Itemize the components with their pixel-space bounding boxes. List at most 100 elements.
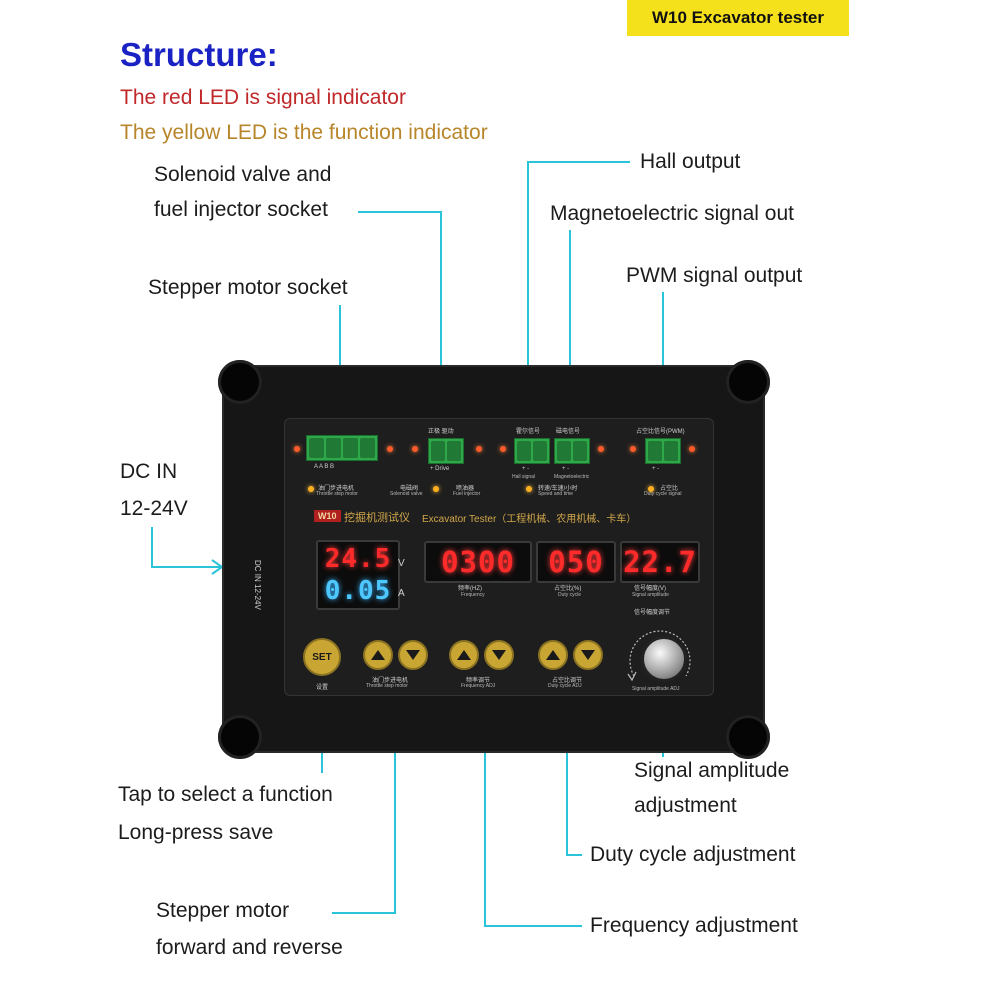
voltage-value: 24.5 [324,544,392,574]
set-button-label: SET [312,651,332,663]
hall-signal-socket[interactable] [514,438,550,464]
up-arrow-icon [457,650,471,660]
frequency-label-en: Frequency [461,592,485,598]
label-stepper-line2: forward and reverse [156,936,343,959]
function-duty-cn: 占空比 [660,486,679,492]
frequency-buttons-en: Frequency ADJ [461,683,496,689]
function-solenoid-en: Solenoid valve [390,491,423,497]
voltage-display: 24.5 [316,540,400,576]
frequency-down-button[interactable] [484,640,514,670]
frequency-up-button[interactable] [449,640,479,670]
hall-socket-sublabel: Hall signal [512,474,536,480]
frequency-display: 0300 [424,541,532,583]
duty-buttons-cn: 占空比调节 [552,678,583,684]
current-display: 0.05 [316,574,400,610]
current-value: 0.05 [324,576,392,606]
stepper-socket-pins: A A B B [314,464,335,470]
amplitude-label-cn: 信号幅度(V) [634,586,666,592]
label-amplitude-line2: adjustment [634,794,737,817]
knob-label-en: Signal amplitude ADJ [632,686,680,692]
function-speed-cn: 转速/车速/小时 [538,486,578,492]
set-button[interactable]: SET [303,638,341,676]
voltage-unit: V [398,558,405,569]
signal-led-4 [476,446,482,452]
frequency-buttons-cn: 频率调节 [466,678,491,684]
solenoid-socket[interactable] [428,438,464,464]
case-corner-top-left [218,360,262,404]
structure-heading: Structure: [120,36,278,73]
function-duty-en: Duty cycle signal [644,491,682,497]
label-long-press: Long-press save [118,821,274,844]
signal-amplitude-knob[interactable] [641,636,687,682]
down-arrow-icon [492,650,506,660]
solenoid-socket-header: 正极 驱动 [428,429,454,435]
amplitude-value: 22.7 [623,545,697,579]
solenoid-socket-pins: + Drive [430,466,450,472]
label-dc-in: DC IN [120,460,178,483]
case-corner-top-right [726,360,770,404]
function-led-duty [648,486,654,492]
duty-label-en: Duty cycle [558,592,582,598]
dc-input-side-label: DC IN 12-24V [253,560,262,610]
current-unit: A [398,588,405,599]
magneto-socket-pins: + - [562,466,570,472]
device-name-cn: 挖掘机测试仪 [344,512,410,524]
set-button-cn: 设置 [316,685,329,691]
magnetoelectric-socket[interactable] [554,438,590,464]
label-dc-voltage: 12-24V [120,497,188,520]
up-arrow-icon [546,650,560,660]
frequency-label-cn: 频率(HZ) [458,586,482,592]
red-led-note: The red LED is signal indicator [120,86,406,109]
case-corner-bottom-right [726,715,770,759]
hall-socket-pins: + - [522,466,530,472]
duty-display: 050 [536,541,616,583]
down-arrow-icon [406,650,420,660]
up-arrow-icon [371,650,385,660]
model-badge: W10 Excavator tester [627,0,849,36]
function-throttle-cn: 油门步进电机 [318,486,355,492]
pwm-socket[interactable] [645,438,681,464]
stepper-up-button[interactable] [363,640,393,670]
amplitude-label-en: Signal amplitude [632,592,669,598]
case-corner-bottom-left [218,715,262,759]
signal-led-2 [387,446,393,452]
yellow-led-note: The yellow LED is the function indicator [120,121,488,144]
hall-socket-header: 霍尔信号 [516,429,541,435]
leader-hall [527,161,630,430]
label-amplitude-line1: Signal amplitude [634,759,790,782]
signal-led-8 [689,446,695,452]
leader-frequency [484,692,582,927]
signal-led-1 [294,446,300,452]
function-led-throttle [308,486,314,492]
signal-led-7 [630,446,636,452]
duty-value: 050 [548,545,604,579]
stepper-down-button[interactable] [398,640,428,670]
device-name-en: Excavator Tester（工程机械、农用机械、卡车） [422,514,637,525]
amplitude-display: 22.7 [620,541,700,583]
duty-down-button[interactable] [573,640,603,670]
function-throttle-en: Throttle step motor [316,491,358,497]
function-solenoid-cn: 电磁阀 [400,486,419,492]
signal-led-3 [412,446,418,452]
label-tap-select: Tap to select a function [118,783,333,806]
label-duty-adjust: Duty cycle adjustment [590,843,796,866]
magneto-socket-sublabel: Magnetoelectric [554,474,590,480]
function-injector-en: Fuel injector [453,491,481,497]
pwm-socket-pins: + - [652,466,660,472]
duty-label-cn: 占空比(%) [554,586,582,592]
leader-dc [151,527,220,568]
duty-up-button[interactable] [538,640,568,670]
signal-led-6 [598,446,604,452]
function-injector-cn: 喷油器 [456,486,475,492]
knob-scale-arc [627,630,691,682]
knob-label-cn: 信号幅度调节 [634,610,671,616]
leader-stepper-buttons [332,692,396,914]
label-frequency-adjust: Frequency adjustment [590,914,798,937]
function-led-injector [433,486,439,492]
label-solenoid-line2: fuel injector socket [154,198,328,221]
frequency-value: 0300 [441,545,515,579]
stepper-motor-socket[interactable] [306,435,378,461]
label-solenoid-line1: Solenoid valve and [154,163,332,186]
down-arrow-icon [581,650,595,660]
label-stepper-socket: Stepper motor socket [148,276,348,299]
